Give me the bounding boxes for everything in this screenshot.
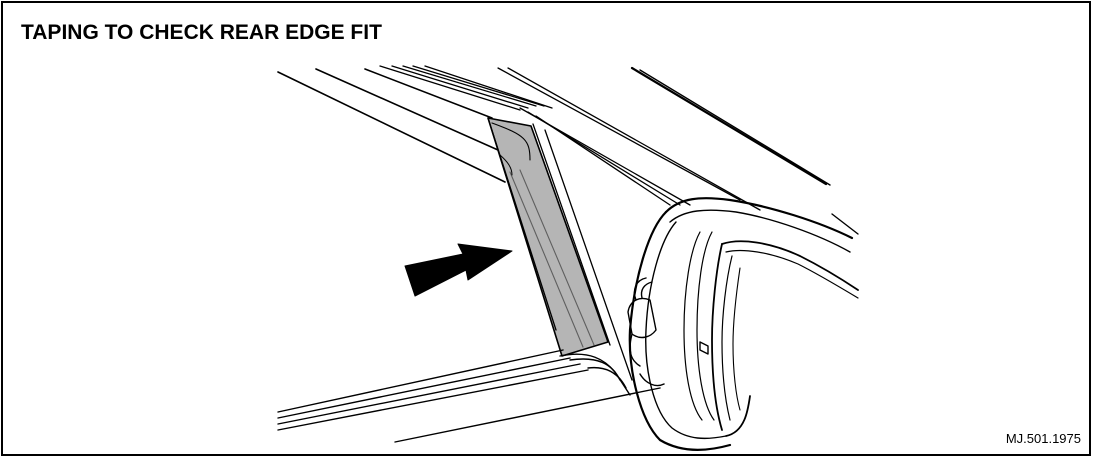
arrow-right-icon bbox=[404, 243, 513, 297]
roof-edge-lines bbox=[630, 66, 859, 235]
sill-lines bbox=[277, 349, 661, 443]
door-upper-frame-lines bbox=[277, 68, 506, 183]
pillar-lines bbox=[487, 117, 633, 381]
diagram-title: TAPING TO CHECK REAR EDGE FIT bbox=[21, 21, 382, 44]
door-mirror bbox=[628, 197, 859, 451]
figure-reference: MJ.501.1975 bbox=[1005, 431, 1081, 446]
tape-strip bbox=[487, 117, 609, 357]
mirror-mount bbox=[627, 277, 709, 387]
roof-rail-lines bbox=[379, 65, 761, 211]
